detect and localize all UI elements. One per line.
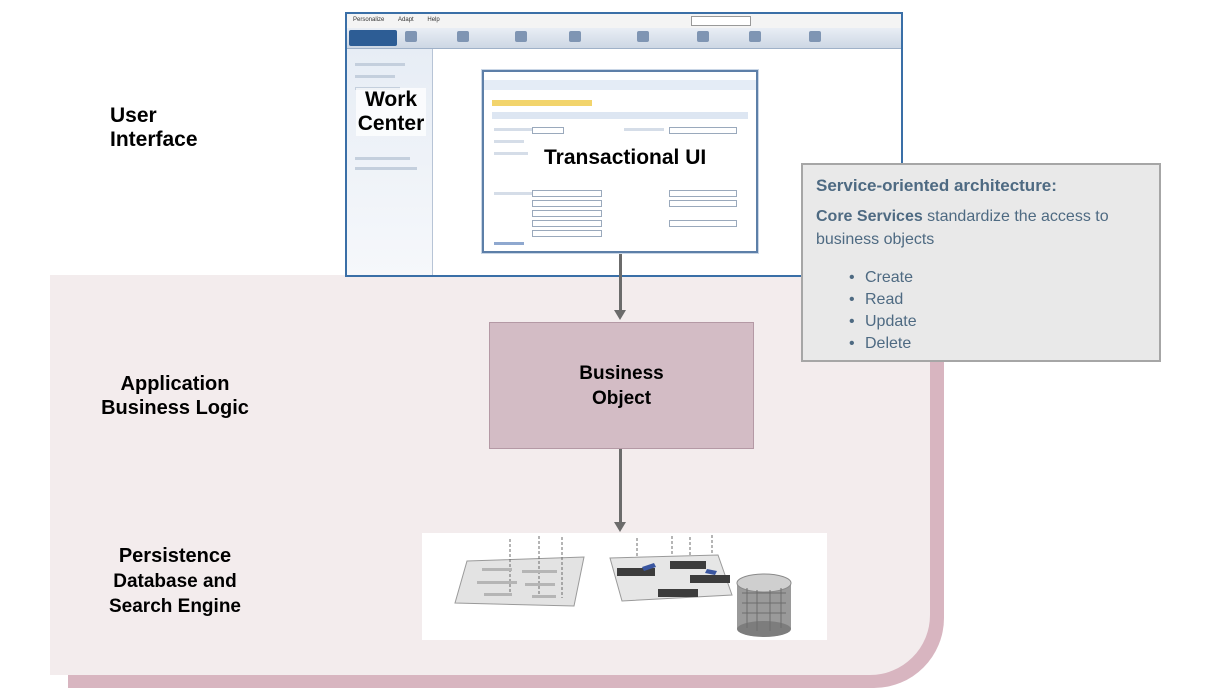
tx-tab-strip — [492, 112, 748, 119]
nav-icon — [515, 31, 530, 45]
soa-operation-read: •Read — [849, 291, 904, 308]
arrow-bo-to-persistence — [619, 449, 622, 522]
nav-icon — [809, 31, 824, 45]
soa-operation-delete: •Delete — [849, 335, 912, 352]
nav-icon — [637, 31, 652, 45]
screenshot-sidebar — [347, 49, 433, 275]
nav-icon — [405, 31, 420, 45]
tx-title-bar — [484, 80, 756, 90]
label-persistence: Persistence Database and Search Engine — [109, 545, 241, 617]
menu-item: Help — [427, 17, 440, 23]
home-tab — [349, 30, 397, 46]
nav-icon — [697, 31, 712, 45]
arrow-ui-to-bo — [619, 254, 622, 310]
menu-item: Adapt — [398, 17, 414, 23]
soa-callout: Service-oriented architecture: Core Serv… — [801, 163, 1161, 362]
persistence-illustration — [422, 533, 827, 640]
screenshot-menubar: Personalize Adapt Help — [347, 14, 901, 28]
tx-toolbar — [492, 100, 592, 106]
database-search-engine-graphic — [454, 535, 792, 637]
nav-icon — [457, 31, 472, 45]
transactional-ui-label: Transactional UI — [544, 146, 707, 169]
arrow-head — [614, 522, 626, 532]
soa-title: Service-oriented architecture: — [816, 176, 1057, 195]
menu-item: Personalize — [353, 17, 385, 23]
nav-icon — [749, 31, 764, 45]
nav-icon — [569, 31, 584, 45]
arrow-head — [614, 310, 626, 320]
transactional-ui-screenshot — [482, 70, 758, 253]
screenshot-nav-bar — [347, 28, 901, 49]
screenshot-search-field — [691, 16, 751, 26]
soa-operation-create: •Create — [849, 269, 914, 286]
soa-operation-update: •Update — [849, 313, 917, 330]
soa-description: Core Services standardize the access to … — [816, 208, 1109, 248]
